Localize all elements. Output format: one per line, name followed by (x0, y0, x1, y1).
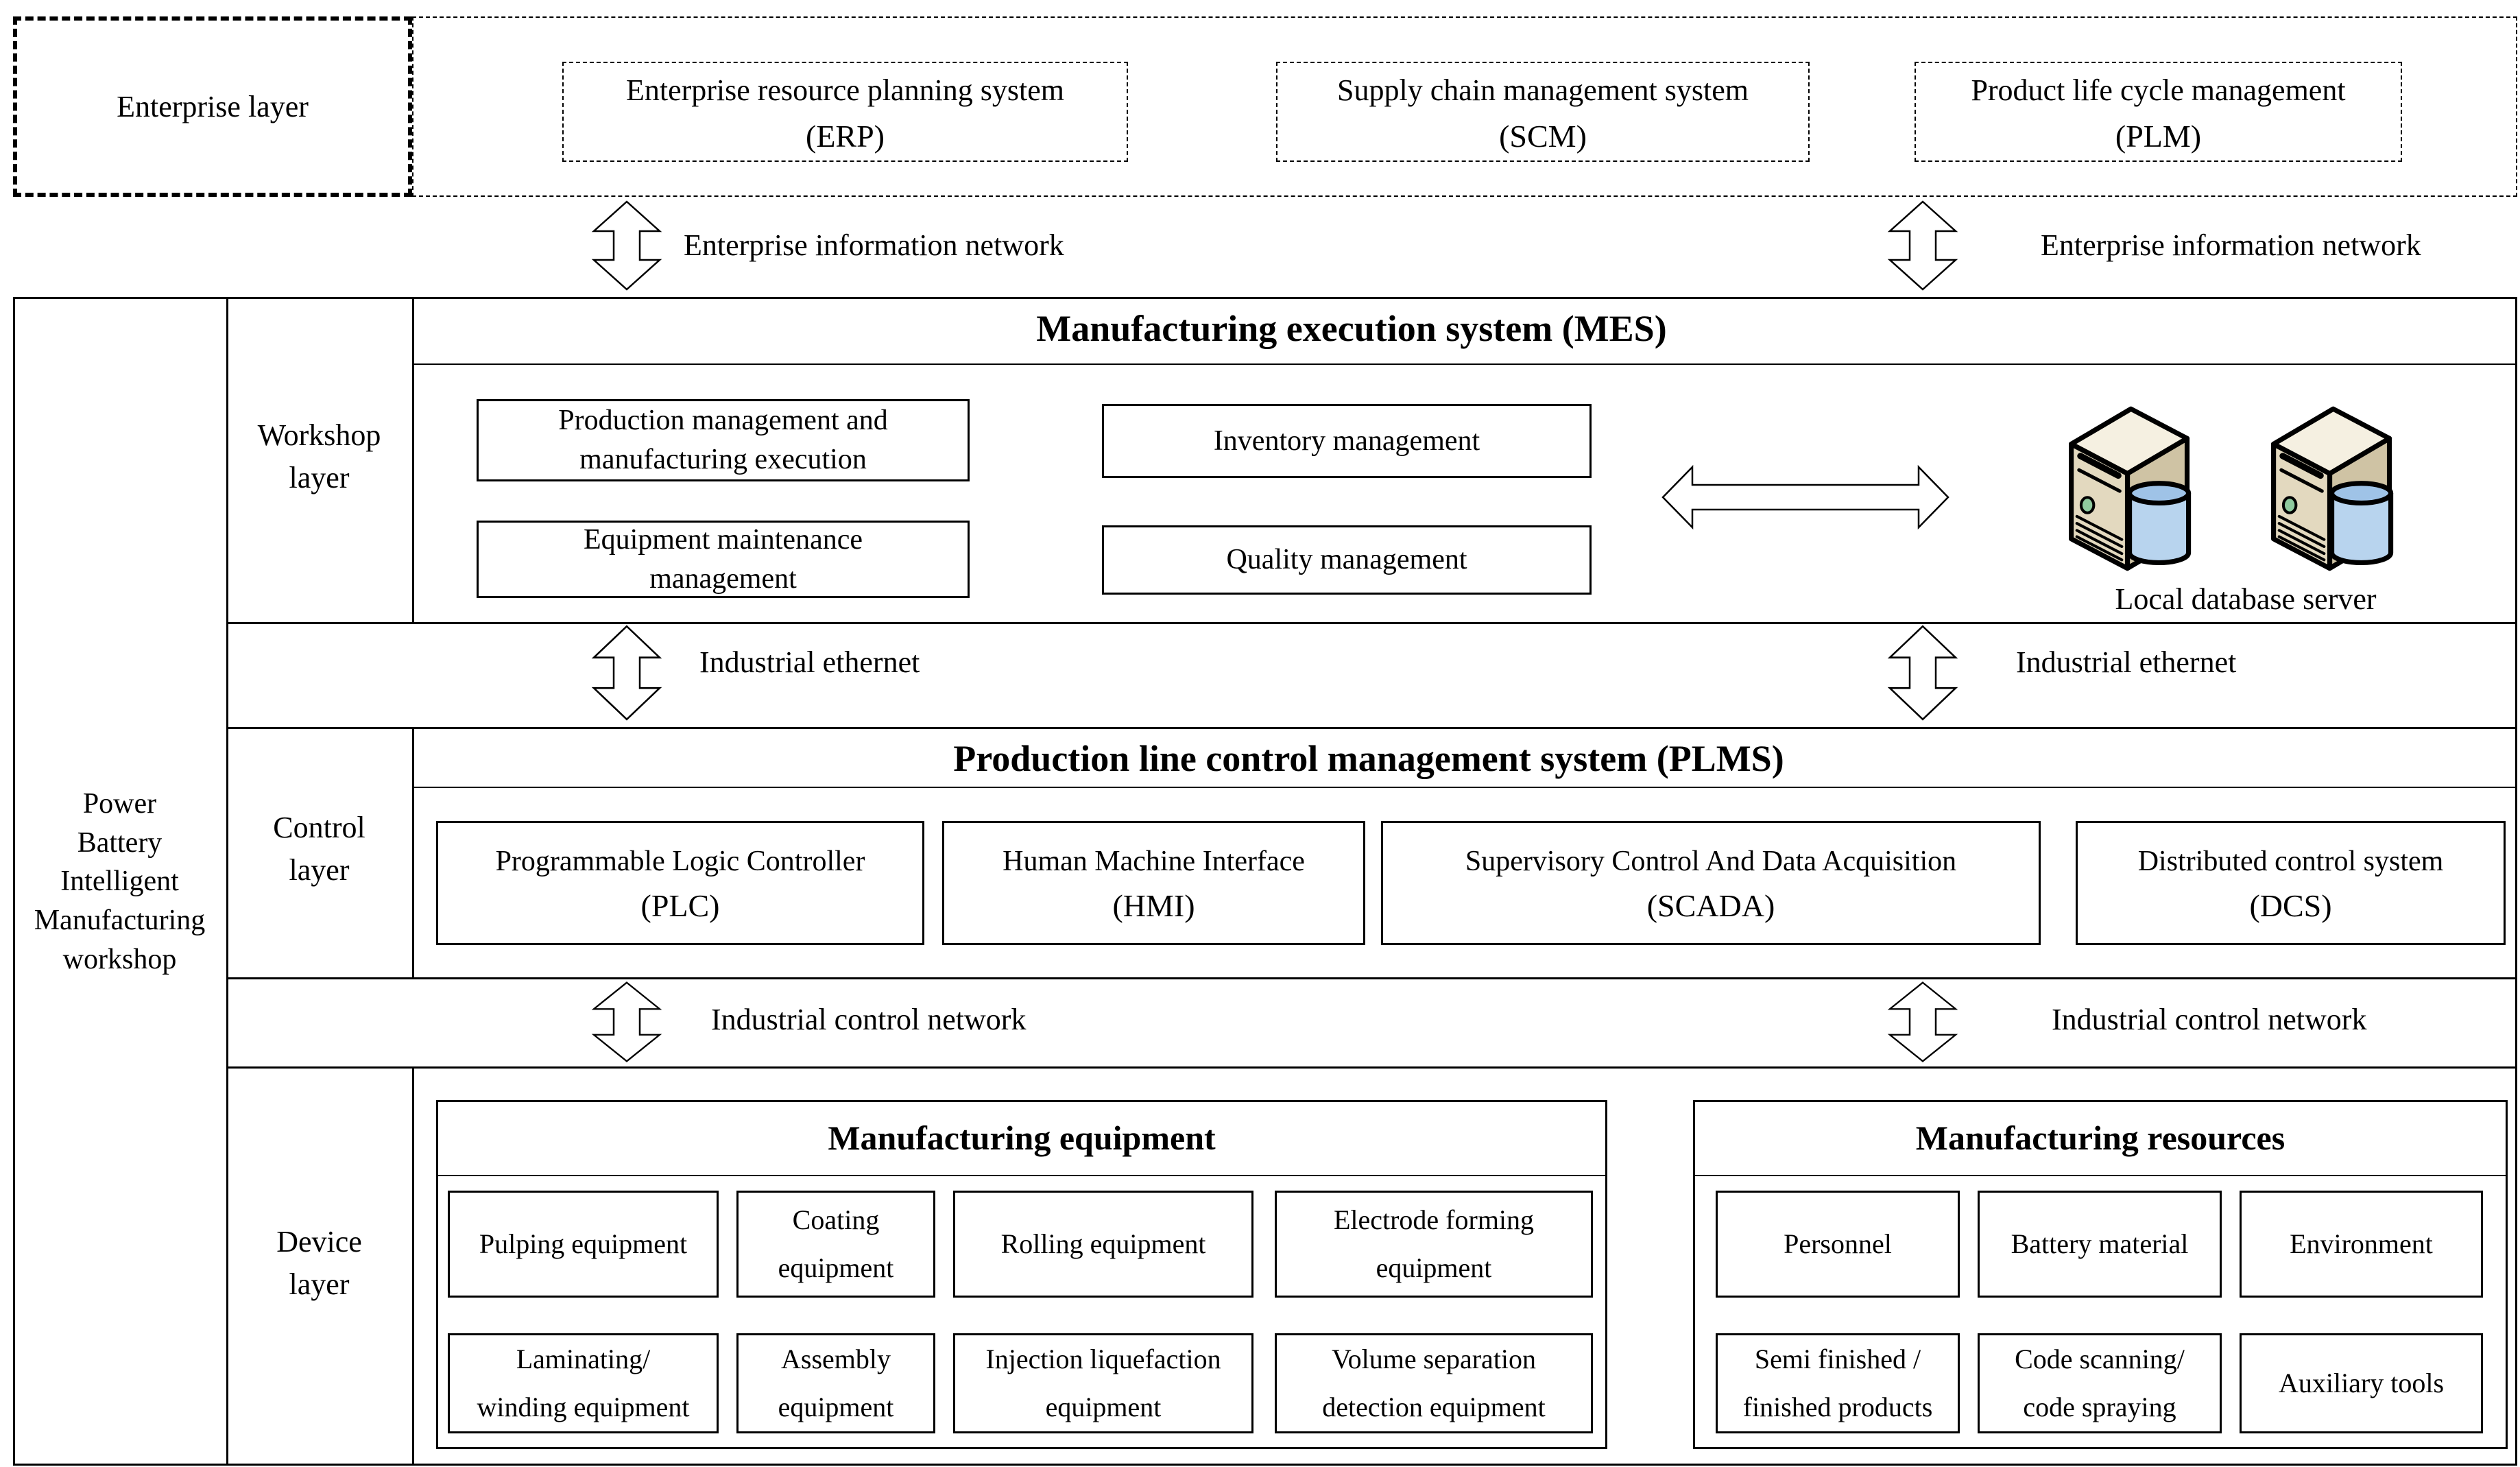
resource-cell-environment: Environment (2240, 1191, 2483, 1298)
divider-line (226, 622, 2517, 624)
double-arrow-vertical-icon (1887, 625, 1958, 721)
manufacturing-equipment-title: Manufacturing equipment (828, 1119, 1216, 1157)
divider-line (412, 727, 414, 977)
dcs-name: Distributed control system (2137, 845, 2444, 877)
industrial-ethernet-label-left: Industrial ethernet (699, 645, 920, 679)
workshop-frame (13, 297, 2517, 1466)
divider-line (412, 1066, 414, 1466)
mes-title: Manufacturing execution system (MES) (1036, 308, 1667, 349)
scm-abbr: (SCM) (1499, 119, 1587, 154)
equipment-cell-rolling: Rolling equipment (953, 1191, 1253, 1298)
hmi-name: Human Machine Interface (1003, 845, 1305, 877)
scm-box: Supply chain management system (SCM) (1276, 62, 1810, 162)
local-database-server-label: Local database server (2115, 582, 2377, 616)
plc-abbr: (PLC) (640, 888, 720, 924)
erp-name: Enterprise resource planning system (625, 73, 1065, 107)
plms-module-hmi: Human Machine Interface (HMI) (942, 821, 1365, 945)
database-server-icon (2271, 406, 2394, 571)
plc-name: Programmable Logic Controller (495, 845, 865, 877)
double-arrow-vertical-icon (591, 625, 662, 721)
mes-module-quality-management: Quality management (1102, 525, 1592, 595)
divider-line (412, 297, 414, 622)
plm-abbr: (PLM) (2115, 119, 2202, 154)
enterprise-network-label-left: Enterprise information network (684, 228, 1064, 262)
plms-module-scada: Supervisory Control And Data Acquisition… (1381, 821, 2041, 945)
plm-box: Product life cycle management (PLM) (1915, 62, 2402, 162)
resource-cell-auxiliary-tools: Auxiliary tools (2240, 1333, 2483, 1433)
double-arrow-vertical-icon (1887, 981, 1958, 1062)
erp-box: Enterprise resource planning system (ERP… (562, 62, 1128, 162)
double-arrow-vertical-icon (1887, 200, 1958, 291)
manufacturing-resources-title: Manufacturing resources (1915, 1119, 2285, 1157)
industrial-ethernet-label-right: Industrial ethernet (2016, 645, 2237, 679)
enterprise-row-frame (412, 16, 2517, 197)
mes-module-inventory-management: Inventory management (1102, 404, 1592, 478)
separator-line (1695, 1175, 2506, 1176)
plms-module-dcs: Distributed control system (DCS) (2076, 821, 2506, 945)
resource-cell-battery-material: Battery material (1978, 1191, 2222, 1298)
double-arrow-vertical-icon (591, 200, 662, 291)
divider-line (226, 727, 2517, 729)
equipment-cell-pulping: Pulping equipment (448, 1191, 719, 1298)
plms-module-plc: Programmable Logic Controller (PLC) (436, 821, 924, 945)
enterprise-network-label-right: Enterprise information network (2041, 228, 2421, 262)
enterprise-layer-label: Enterprise layer (117, 89, 309, 123)
divider-line (226, 297, 228, 1466)
resource-cell-semi-finished: Semi finished /finished products (1716, 1333, 1960, 1433)
equipment-cell-laminating-winding: Laminating/winding equipment (448, 1333, 719, 1433)
erp-abbr: (ERP) (806, 119, 885, 154)
dcs-abbr: (DCS) (2249, 888, 2332, 924)
database-server-icon (2069, 406, 2192, 571)
divider-line (226, 1066, 2517, 1069)
industrial-control-network-label-left: Industrial control network (711, 1003, 1027, 1036)
resource-cell-code-scanning: Code scanning/code spraying (1978, 1333, 2222, 1433)
resource-cell-personnel: Personnel (1716, 1191, 1960, 1298)
double-arrow-horizontal-icon (1661, 464, 1949, 530)
separator-line (412, 363, 2517, 365)
hmi-abbr: (HMI) (1112, 888, 1195, 924)
scada-name: Supervisory Control And Data Acquisition (1465, 845, 1957, 877)
separator-line (412, 787, 2517, 788)
plm-name: Product life cycle management (1971, 73, 2346, 107)
industrial-control-network-label-right: Industrial control network (2052, 1003, 2367, 1036)
double-arrow-vertical-icon (591, 981, 662, 1062)
scm-name: Supply chain management system (1337, 73, 1749, 107)
separator-line (438, 1175, 1605, 1176)
scada-abbr: (SCADA) (1646, 888, 1775, 924)
enterprise-layer-box: Enterprise layer (13, 16, 412, 197)
divider-line (226, 977, 2517, 979)
plms-title: Production line control management syste… (953, 738, 1784, 779)
